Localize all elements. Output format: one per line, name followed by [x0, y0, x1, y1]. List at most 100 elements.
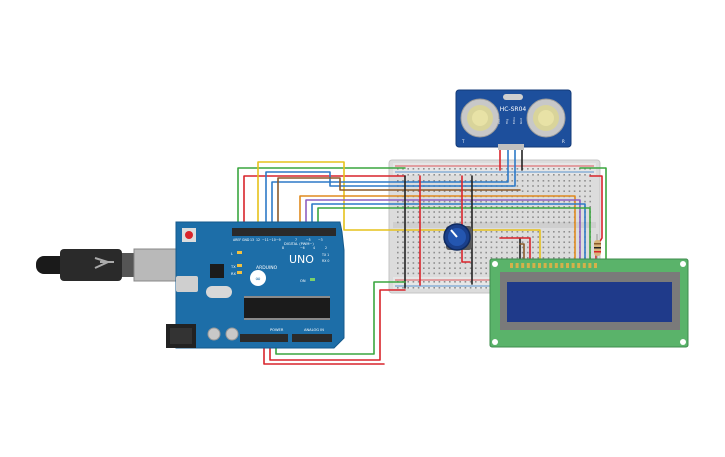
lcd-pin[interactable]	[554, 263, 558, 268]
breadboard-hole[interactable]	[490, 211, 493, 213]
breadboard-hole[interactable]	[532, 221, 534, 224]
breadboard-hole[interactable]	[558, 168, 560, 170]
breadboard-hole[interactable]	[532, 246, 534, 249]
breadboard-hole[interactable]	[506, 246, 508, 249]
breadboard-hole[interactable]	[495, 180, 498, 182]
breadboard-hole[interactable]	[417, 246, 420, 249]
breadboard-hole[interactable]	[475, 174, 477, 176]
breadboard-hole[interactable]	[397, 262, 399, 264]
breadboard-hole[interactable]	[485, 174, 487, 176]
breadboard-hole[interactable]	[547, 174, 550, 176]
breadboard-hole[interactable]	[459, 211, 461, 213]
breadboard-hole[interactable]	[443, 216, 446, 218]
breadboard-hole[interactable]	[516, 190, 519, 192]
breadboard-hole[interactable]	[428, 206, 430, 208]
breadboard-hole[interactable]	[454, 257, 456, 259]
breadboard-hole[interactable]	[402, 174, 404, 176]
breadboard-hole[interactable]	[537, 211, 539, 213]
breadboard-hole[interactable]	[417, 211, 420, 213]
breadboard-hole[interactable]	[480, 180, 482, 182]
breadboard-hole[interactable]	[568, 221, 571, 224]
breadboard-hole[interactable]	[547, 231, 550, 233]
breadboard-hole[interactable]	[537, 200, 539, 203]
breadboard-hole[interactable]	[397, 287, 399, 289]
breadboard-hole[interactable]	[521, 180, 524, 182]
breadboard-hole[interactable]	[490, 180, 493, 182]
breadboard-hole[interactable]	[475, 287, 477, 289]
breadboard-hole[interactable]	[412, 206, 415, 208]
breadboard-hole[interactable]	[521, 241, 524, 243]
breadboard-hole[interactable]	[516, 231, 519, 233]
breadboard-hole[interactable]	[511, 241, 513, 243]
breadboard-hole[interactable]	[521, 246, 524, 249]
breadboard-hole[interactable]	[568, 200, 571, 203]
breadboard-hole[interactable]	[433, 221, 435, 224]
breadboard-hole[interactable]	[506, 206, 508, 208]
breadboard-hole[interactable]	[407, 251, 409, 254]
breadboard-hole[interactable]	[537, 190, 539, 192]
breadboard-hole[interactable]	[527, 190, 529, 192]
breadboard-hole[interactable]	[402, 272, 404, 275]
breadboard-hole[interactable]	[521, 200, 524, 203]
breadboard-hole[interactable]	[563, 206, 565, 208]
breadboard-hole[interactable]	[475, 267, 477, 269]
breadboard-hole[interactable]	[438, 272, 441, 275]
breadboard-hole[interactable]	[423, 281, 425, 283]
breadboard-hole[interactable]	[469, 272, 472, 275]
breadboard-hole[interactable]	[485, 231, 487, 233]
breadboard-hole[interactable]	[495, 241, 498, 243]
breadboard-hole[interactable]	[412, 168, 415, 170]
breadboard-hole[interactable]	[485, 287, 487, 289]
breadboard-hole[interactable]	[506, 257, 508, 259]
breadboard-hole[interactable]	[547, 190, 550, 192]
breadboard-hole[interactable]	[516, 246, 519, 249]
breadboard-hole[interactable]	[553, 174, 555, 176]
breadboard-hole[interactable]	[459, 168, 461, 170]
breadboard-hole[interactable]	[443, 281, 446, 283]
breadboard-hole[interactable]	[532, 241, 534, 243]
breadboard-hole[interactable]	[428, 231, 430, 233]
breadboard-hole[interactable]	[443, 257, 446, 259]
breadboard-hole[interactable]	[589, 200, 591, 203]
breadboard-hole[interactable]	[397, 221, 399, 224]
breadboard-hole[interactable]	[563, 190, 565, 192]
breadboard-hole[interactable]	[475, 251, 477, 254]
breadboard-hole[interactable]	[568, 216, 571, 218]
breadboard-hole[interactable]	[501, 236, 503, 238]
breadboard-hole[interactable]	[485, 246, 487, 249]
breadboard-hole[interactable]	[485, 190, 487, 192]
breadboard-hole[interactable]	[449, 200, 451, 203]
breadboard-hole[interactable]	[521, 231, 524, 233]
breadboard-hole[interactable]	[464, 174, 467, 176]
breadboard-hole[interactable]	[459, 174, 461, 176]
breadboard-hole[interactable]	[464, 221, 467, 224]
breadboard-hole[interactable]	[527, 168, 529, 170]
breadboard-hole[interactable]	[553, 236, 555, 238]
breadboard-hole[interactable]	[553, 180, 555, 182]
breadboard-hole[interactable]	[433, 236, 435, 238]
breadboard-hole[interactable]	[563, 174, 565, 176]
breadboard-hole[interactable]	[553, 221, 555, 224]
breadboard-hole[interactable]	[407, 221, 409, 224]
breadboard-hole[interactable]	[459, 206, 461, 208]
breadboard-hole[interactable]	[459, 200, 461, 203]
breadboard-hole[interactable]	[506, 236, 508, 238]
breadboard-hole[interactable]	[464, 251, 467, 254]
lcd-pin[interactable]	[566, 263, 569, 268]
breadboard-hole[interactable]	[480, 206, 482, 208]
breadboard-hole[interactable]	[449, 287, 451, 289]
breadboard-hole[interactable]	[412, 272, 415, 275]
breadboard-hole[interactable]	[423, 287, 425, 289]
breadboard-hole[interactable]	[547, 241, 550, 243]
breadboard-hole[interactable]	[402, 190, 404, 192]
breadboard-hole[interactable]	[423, 180, 425, 182]
breadboard-hole[interactable]	[433, 262, 435, 264]
breadboard-hole[interactable]	[423, 231, 425, 233]
breadboard-hole[interactable]	[584, 195, 586, 198]
breadboard-hole[interactable]	[402, 241, 404, 243]
breadboard-hole[interactable]	[433, 267, 435, 269]
breadboard-hole[interactable]	[423, 241, 425, 243]
breadboard-hole[interactable]	[459, 287, 461, 289]
lcd-pin[interactable]	[543, 263, 547, 268]
breadboard-hole[interactable]	[584, 190, 586, 192]
